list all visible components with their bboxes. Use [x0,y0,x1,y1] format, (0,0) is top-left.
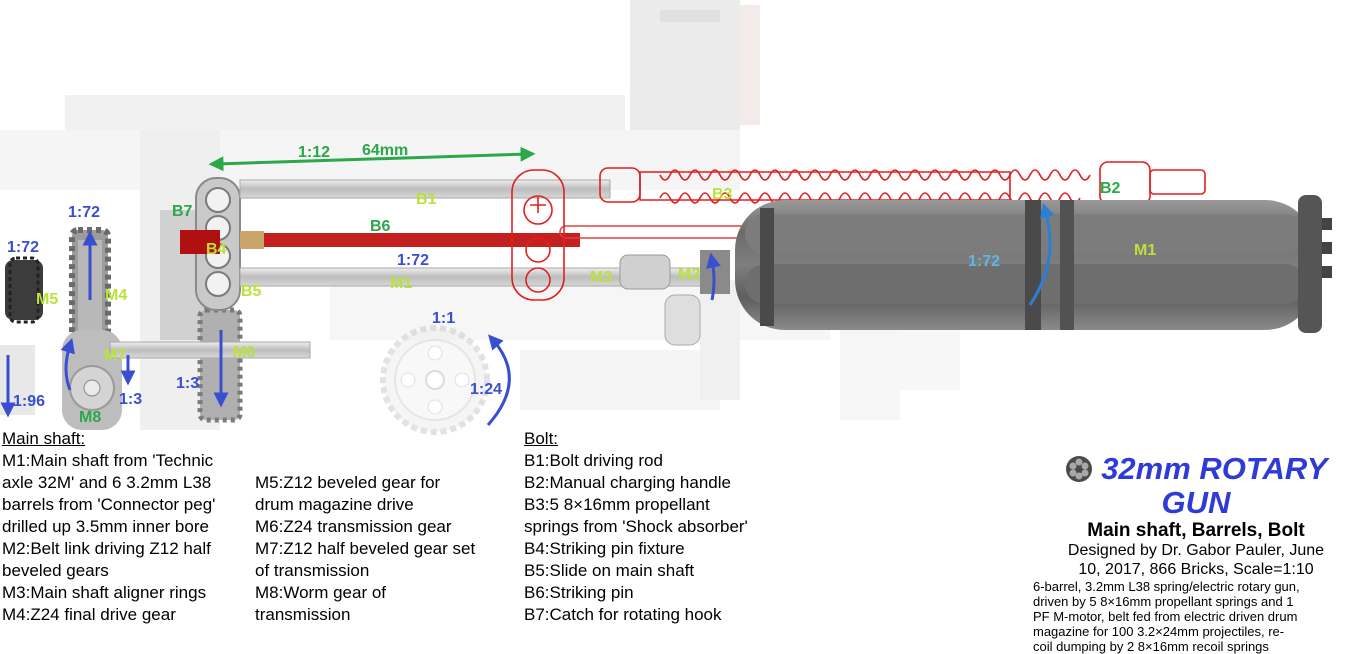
ratio-1-3-a: 1:3 [176,375,200,392]
bolt-line: springs from 'Shock absorber' [524,517,748,536]
bolt-heading: Bolt: [524,429,559,448]
designer-line: 10, 2017, 866 Bricks, Scale=1:10 [1078,561,1314,578]
transmission-gear-1-1 [380,325,490,435]
description-line: magazine for 100 3.2×24mm projectiles, r… [1033,624,1285,639]
dimension-arrow-64mm [208,146,536,172]
label-M3: M3 [590,269,613,286]
bolt-line: B2:Manual charging handle [524,473,731,492]
barrel-rotation-arrow [1028,202,1055,306]
main-shaft-line: of transmission [255,561,370,580]
label-M4: M4 [105,287,128,304]
striking-pin [180,225,891,254]
main-shaft-line: M1:Main shaft from 'Technic [2,451,214,470]
rotary-gun-diagram [0,0,1332,435]
label-B6: B6 [370,218,391,235]
ratio-1-72-left: 1:72 [7,239,40,256]
main-shaft-line: drum magazine drive [255,495,414,514]
ratio-1-3-b: 1:3 [119,391,143,408]
label-B2: B2 [1100,180,1121,197]
title-block: 32mm ROTARY GUN Main shaft, Barrels, Bol… [1033,452,1359,654]
label-M7: M7 [104,347,127,364]
ratio-arrows [0,230,721,426]
dimension-64mm: 64mm [362,142,409,159]
page-title: 32mm ROTARY GUN [1101,451,1328,520]
label-M1-barrel: M1 [1134,242,1157,259]
gun-logo-icon [1065,456,1092,482]
ratio-1-12: 1:12 [298,144,331,161]
ratio-1-72-top: 1:72 [68,204,101,221]
bolt-line: B3:5 8×16mm propellant [524,495,710,514]
ratio-1-72-mid: 1:72 [397,252,430,269]
bolt-line: B5:Slide on main shaft [524,561,695,580]
main-shaft-line: drilled up 3.5mm inner bore [2,517,209,536]
barrel-cluster [735,195,1332,333]
bolt-line: B4:Striking pin fixture [524,539,685,558]
main-shaft-line: M8:Worm gear of [255,583,387,602]
description-line: 6-barrel, 3.2mm L38 spring/electric rota… [1033,579,1300,594]
main-shaft-line: beveled gears [2,561,109,580]
label-M1-shaft: M1 [390,275,413,292]
description: 6-barrel, 3.2mm L38 spring/electric rota… [1033,579,1359,654]
main-shaft-legend: Main shaft: M1:Main shaft from 'Technic … [2,428,252,626]
main-shaft-line: M7:Z12 half beveled gear set [255,539,476,558]
bolt-line: B6:Striking pin [524,583,634,602]
ratio-1-96: 1:96 [13,393,46,410]
label-M8: M8 [79,409,102,426]
bolt-legend: Bolt: B1:Bolt driving rod B2:Manual char… [524,428,824,626]
title-row: 32mm ROTARY GUN [1033,452,1359,520]
main-shaft-line: M5:Z12 beveled gear for [255,473,441,492]
label-M5: M5 [36,291,59,308]
description-line: driven by 5 8×16mm propellant springs an… [1033,594,1294,609]
bolt-outline-assembly [511,161,1206,301]
ratio-1-24: 1:24 [470,381,503,398]
page-subtitle: Main shaft, Barrels, Bolt [1087,520,1305,541]
description-line: PF M-motor, belt fed from electric drive… [1033,609,1298,624]
label-M2: M2 [678,266,701,283]
description-line: coil dumping by 2 8×16mm recoil springs [1033,639,1269,654]
main-shaft-line: M2:Belt link driving Z12 half [2,539,211,558]
shafts [109,179,730,359]
main-shaft-line: axle 32M' and 6 3.2mm L38 [2,473,212,492]
main-shaft-line: barrels from 'Connector peg' [2,495,216,514]
main-shaft-line: transmission [255,605,351,624]
ratio-1-1: 1:1 [432,310,456,327]
bolt-line: B7:Catch for rotating hook [524,605,722,624]
label-B4: B4 [206,241,227,258]
bolt-line: B1:Bolt driving rod [524,451,663,470]
label-B3: B3 [712,186,733,203]
main-shaft-line: M4:Z24 final drive gear [2,605,176,624]
ratio-1-72-barrel: 1:72 [968,253,1001,270]
designer-line: Designed by Dr. Gabor Pauler, June [1067,542,1325,559]
main-shaft-line: M6:Z24 transmission gear [255,517,452,536]
label-B7: B7 [172,203,193,220]
main-shaft-legend-col2: M5:Z12 beveled gear for drum magazine dr… [255,472,515,626]
main-shaft-line: M3:Main shaft aligner rings [2,583,207,602]
label-M6: M6 [233,344,256,361]
label-B1: B1 [416,191,437,208]
main-shaft-heading: Main shaft: [2,429,86,448]
label-B5: B5 [241,283,262,300]
